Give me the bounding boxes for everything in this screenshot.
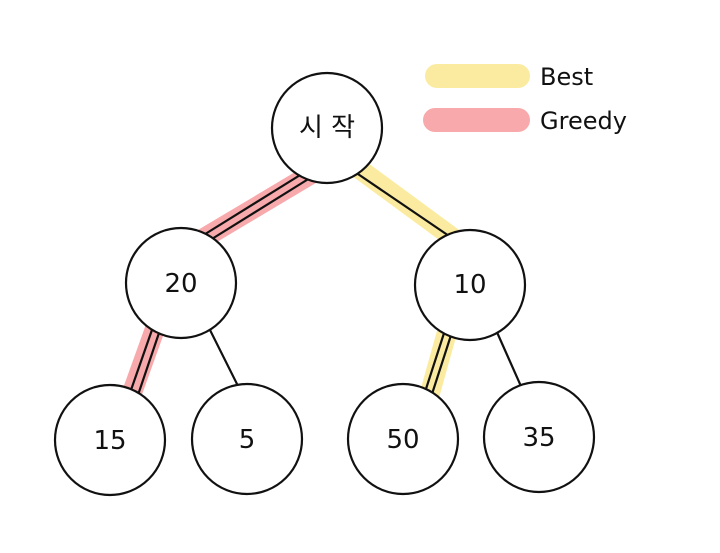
node-root-label: 시 작 [299,113,355,143]
node-left-left [53,383,167,497]
node-right-left-label: 50 [386,425,419,455]
tree-nodes [53,71,596,497]
node-right-left [346,382,460,496]
node-labels: 시 작 20 10 15 5 50 35 [93,113,555,456]
legend-best-label: Best [540,63,593,91]
edge-10-50-a [423,325,448,394]
node-right [413,228,527,342]
node-left-right [190,382,304,496]
edge-root-20-b [205,176,312,244]
edge-20-15-a [129,325,155,392]
greedy-highlight-20-15 [123,316,166,400]
legend-greedy-label: Greedy [540,107,627,135]
node-right-right-label: 35 [522,423,555,453]
edge-root-10 [353,170,454,240]
edge-20-5 [208,328,239,386]
best-path-highlights [348,158,466,410]
edge-10-35 [494,328,522,386]
edge-root-20-a [200,170,307,238]
greedy-highlight-root-20 [194,163,323,248]
node-right-label: 10 [453,270,486,300]
legend: Best Greedy [423,63,627,135]
node-left-label: 20 [164,269,197,299]
edge-10-50-b [430,327,455,396]
node-root [270,71,384,185]
best-highlight-root-10 [348,158,466,250]
tree-edges [129,170,522,396]
best-highlight-10-50 [418,315,459,410]
node-left-left-label: 15 [93,426,126,456]
greedy-path-highlights [123,163,323,400]
edge-20-15-b [137,328,162,394]
node-left-right-label: 5 [239,425,256,455]
node-left [124,226,238,340]
node-right-right [482,380,596,494]
